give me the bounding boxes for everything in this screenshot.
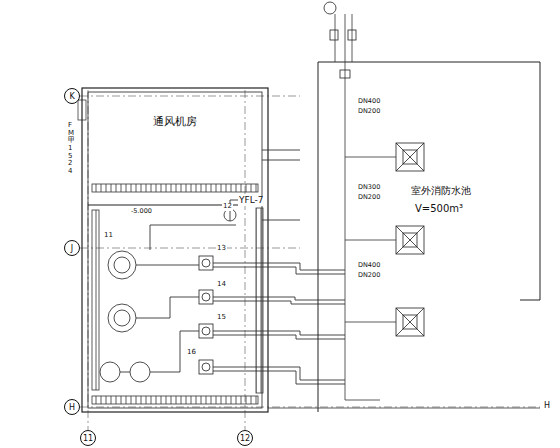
area-label: V=500m³	[414, 203, 464, 214]
callout-number: 11	[103, 232, 114, 240]
elevation-mark: -5.000	[130, 208, 153, 215]
pipe-size: DN200	[357, 272, 381, 279]
callout-number: 12	[222, 203, 233, 211]
grid-axis-label: K	[69, 92, 74, 101]
room-area: 通风机房	[90, 96, 260, 184]
grid-line	[80, 90, 540, 430]
grid-bubble: 12	[237, 430, 253, 446]
pipe-size: DN400	[357, 98, 381, 105]
sump-symbol	[396, 143, 424, 336]
grid-bubble: H	[64, 399, 80, 415]
grid-bubble: 11	[80, 430, 96, 446]
grid-bubble: K	[64, 88, 80, 104]
grid-axis-label: 11	[83, 434, 93, 443]
door-tag: FM甲1524	[67, 122, 76, 176]
area-label: 通风机房	[152, 114, 198, 129]
pipe-size: DN400	[357, 262, 381, 269]
fire-pool-area: 室外消防水池 V=500m³	[318, 62, 540, 408]
callout-number: 15	[216, 314, 227, 322]
grid-axis-label: H	[543, 402, 551, 411]
wall-hatch	[92, 184, 258, 192]
building-wall	[88, 92, 262, 408]
equipment-tag: YFL-7	[238, 196, 265, 206]
pump-symbol	[100, 209, 236, 382]
grid-bubble: J	[64, 240, 80, 256]
area-label: 室外消防水池	[410, 184, 472, 198]
callout-number: 13	[216, 245, 227, 253]
building-wall	[82, 88, 268, 412]
callout-number: 16	[186, 349, 197, 357]
pipe-size: DN300	[357, 184, 381, 191]
pool-outline	[318, 62, 540, 412]
pipe	[120, 150, 345, 384]
grid-axis-label: 12	[240, 434, 250, 443]
grid-axis-label: J	[71, 244, 73, 253]
grid-axis-label: H	[69, 403, 75, 412]
pipe-size: DN200	[357, 108, 381, 115]
pipe-size: DN200	[357, 194, 381, 201]
callout-number: 14	[216, 281, 227, 289]
